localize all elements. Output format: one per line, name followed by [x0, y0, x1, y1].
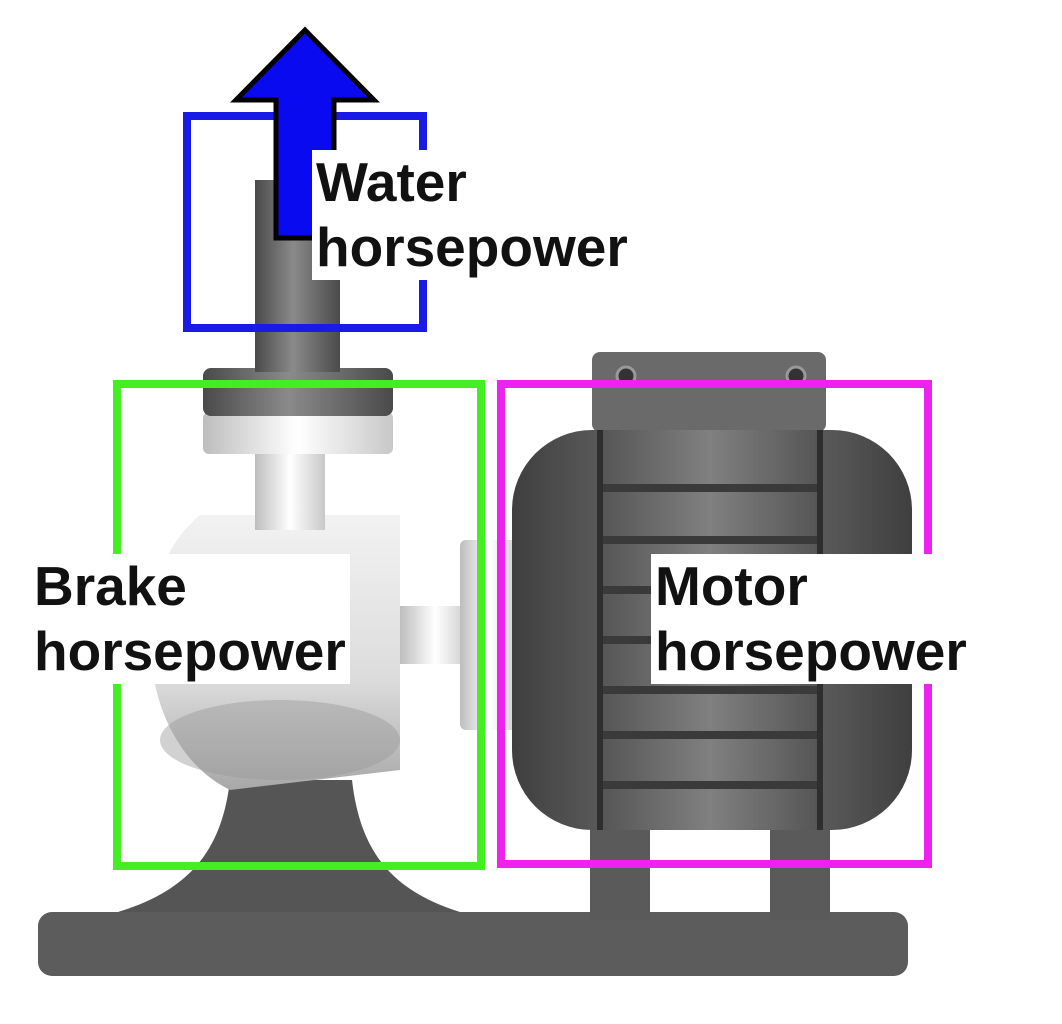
- motor-foot-right: [770, 830, 830, 920]
- pump-neck: [255, 450, 325, 530]
- brake-label-line1: Brake: [34, 555, 187, 617]
- motor-foot-left: [590, 830, 650, 920]
- white-flange: [203, 412, 393, 454]
- motor-label-line1: Motor: [655, 555, 808, 617]
- motor-horsepower-label: Motor horsepower: [651, 554, 971, 684]
- water-horsepower-label: Water horsepower: [312, 150, 632, 280]
- pump-stand: [118, 780, 460, 912]
- brake-horsepower-label: Brake horsepower: [30, 554, 350, 684]
- dark-flange: [203, 368, 393, 416]
- pump-shaft: [400, 606, 470, 664]
- terminal-box: [592, 352, 826, 432]
- water-label-line1: Water: [316, 151, 467, 213]
- pump-body-shade: [160, 700, 400, 780]
- water-label-line2: horsepower: [316, 215, 628, 278]
- coupling: [460, 540, 520, 730]
- base-plate: [38, 912, 908, 976]
- brake-label-line2: horsepower: [34, 619, 346, 682]
- motor-label-line2: horsepower: [655, 619, 967, 682]
